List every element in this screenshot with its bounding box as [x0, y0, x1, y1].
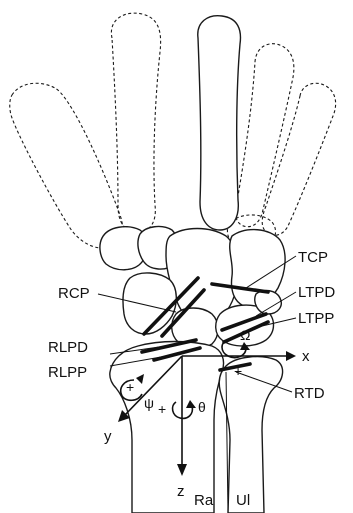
- label-plus-psi: +: [126, 379, 134, 395]
- label-plus-theta: +: [158, 401, 166, 417]
- label-rtd: RTD: [294, 385, 325, 402]
- ulna-bone: [219, 357, 282, 513]
- metacarpal-1-outline: [10, 83, 123, 248]
- label-ulna: Ul: [236, 492, 250, 509]
- label-psi: ψ: [144, 395, 154, 411]
- radius-bone: [110, 342, 224, 513]
- label-tcp: TCP: [298, 249, 328, 266]
- metacarpal-4-outline: [235, 44, 294, 227]
- label-ltpd: LTPD: [298, 284, 335, 301]
- label-omega: Ω: [240, 327, 250, 343]
- label-z-axis: z: [177, 483, 185, 500]
- label-x-axis: x: [302, 348, 310, 365]
- label-radius: Ra: [194, 492, 214, 509]
- bone-labels: Ra Ul: [194, 492, 250, 509]
- scaphoid: [123, 273, 176, 334]
- forearm-bones: [110, 342, 283, 513]
- label-rlpd: RLPD: [48, 339, 88, 356]
- metacarpal-2-outline: [111, 13, 160, 232]
- pisiform: [255, 291, 282, 314]
- label-y-axis: y: [104, 428, 112, 445]
- metacarpal-3: [198, 16, 241, 230]
- label-theta: θ: [198, 399, 206, 415]
- label-rlpp: RLPP: [48, 364, 87, 381]
- label-plus-omega: +: [234, 363, 242, 379]
- label-ltpp: LTPP: [298, 310, 334, 327]
- carpal-bones: [100, 227, 285, 349]
- x-axis-arrowhead: [286, 351, 296, 361]
- metacarpals: [10, 13, 336, 250]
- metacarpal-5-outline: [262, 83, 335, 235]
- label-rcp: RCP: [58, 285, 90, 302]
